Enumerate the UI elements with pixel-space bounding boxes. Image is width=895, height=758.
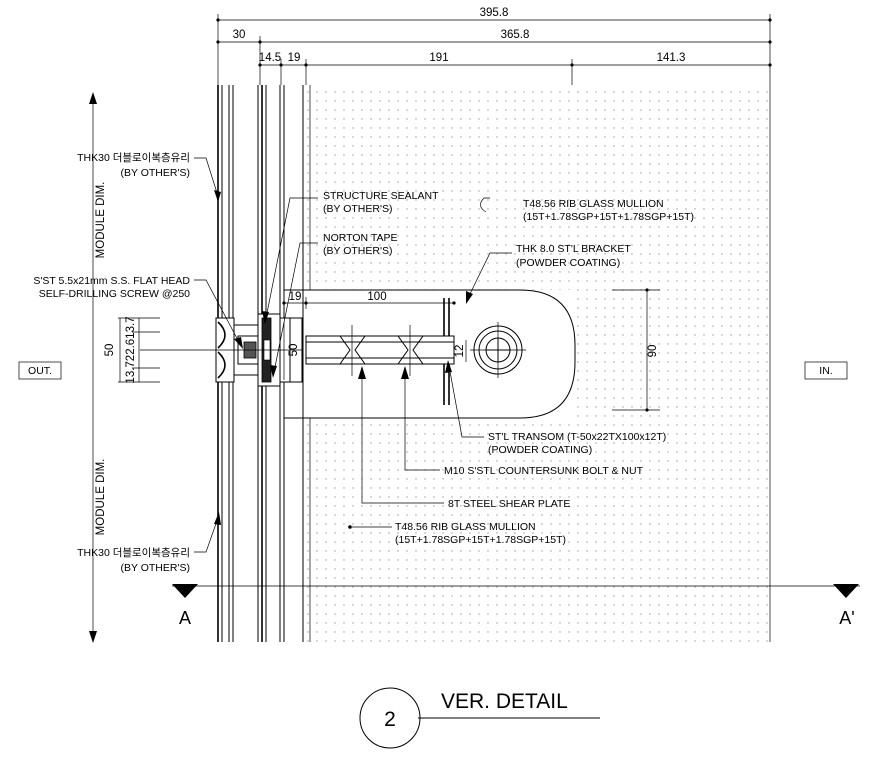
mullion-top-label-1: T48.56 RIB GLASS MULLION: [523, 198, 664, 210]
left-dimensions: MODULE DIM. MODULE DIM. 50 13.722.613.7: [89, 92, 160, 643]
screw-label-1: S'ST 5.5x21mm S.S. FLAT HEAD: [33, 275, 190, 287]
dim-left-stack: 13.722.613.7: [125, 316, 137, 383]
dim-bolt-12: 12: [454, 345, 466, 358]
in-label: IN.: [819, 365, 832, 377]
dim-141-3: 141.3: [657, 52, 686, 64]
screw-label-2: SELF-DRILLING SCREW @250: [39, 288, 190, 300]
mullion-bottom-label-2: (15T+1.78SGP+15T+1.78SGP+15T): [395, 534, 566, 546]
dim-19: 19: [288, 52, 301, 64]
top-dimensions: 395.8 30 365.8 14.5 19 191 141.3: [216, 7, 772, 85]
tape-label-1: NORTON TAPE: [323, 232, 398, 244]
bolt-label: M10 S'STL COUNTERSUNK BOLT & NUT: [444, 465, 644, 477]
module-dim-bottom: MODULE DIM.: [95, 459, 107, 536]
sealant-label-1: STRUCTURE SEALANT: [323, 190, 439, 202]
glass-top-label-2: (BY OTHER'S): [121, 167, 191, 179]
steel-bracket: [284, 289, 576, 419]
transom-label-1: ST'L TRANSOM (T-50x22TX100x12T): [488, 431, 666, 443]
transom-label-2: (POWDER COATING): [488, 444, 592, 456]
dim-inner: 365.8: [501, 29, 530, 41]
glass-bottom-label-2: (BY OTHER'S): [121, 562, 191, 574]
dim-outer: 30: [233, 29, 246, 41]
detail-number: 2: [384, 708, 396, 731]
countersunk-bolts: [339, 325, 424, 376]
dim-14-5: 14.5: [259, 52, 281, 64]
dim-height-90: 90: [647, 345, 659, 358]
section-a-label: A: [179, 608, 191, 628]
mullion-bolt: [470, 322, 526, 378]
dim-bracket-100: 100: [367, 291, 386, 303]
dim-bracket-19: 19: [289, 291, 302, 303]
in-label-box: IN.: [804, 361, 848, 380]
leader-lines: [194, 157, 512, 553]
bracket-label-1: THK 8.0 ST'L BRACKET: [516, 243, 631, 255]
out-label-box: OUT.: [18, 361, 62, 380]
module-dim-top: MODULE DIM.: [95, 182, 107, 259]
bracket-label-2: (POWDER COATING): [516, 257, 620, 269]
dim-191: 191: [429, 52, 448, 64]
mullion-bottom-label-1: T48.56 RIB GLASS MULLION: [395, 521, 536, 533]
section-a-prime-label: A': [839, 608, 854, 628]
detail-title: VER. DETAIL: [441, 690, 568, 713]
glass-joint: [140, 313, 303, 387]
dim-joint-50: 50: [288, 344, 300, 357]
tape-label-2: (BY OTHER'S): [323, 245, 393, 257]
dim-left-50: 50: [104, 344, 116, 357]
sealant-label-2: (BY OTHER'S): [323, 203, 393, 215]
plate-label: 8T STEEL SHEAR PLATE: [448, 498, 570, 510]
drawing-title: 2 VER. DETAIL: [359, 687, 600, 749]
out-label: OUT.: [28, 365, 52, 377]
glass-top-label-1: THK30 더블로이복층유리: [77, 152, 190, 164]
bracket-dimensions: 19 100 90 12 50: [282, 288, 660, 412]
section-line: A A': [172, 584, 860, 628]
glass-bottom-label-1: THK30 더블로이복층유리: [77, 547, 190, 559]
dim-overall: 395.8: [480, 7, 509, 19]
callout-texts: THK30 더블로이복층유리 (BY OTHER'S) S'ST 5.5x21m…: [33, 152, 694, 574]
mullion-top-label-2: (15T+1.78SGP+15T+1.78SGP+15T): [523, 211, 694, 223]
